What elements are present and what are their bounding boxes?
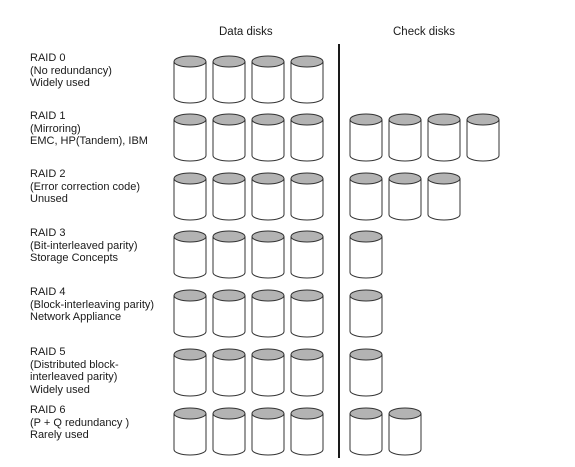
data-disk-icon [212,230,246,279]
data-disk-icon [212,289,246,338]
data-disk-icon [173,348,207,397]
data-disk-icon [173,289,207,338]
raid-label-line: (Mirroring) [30,122,81,135]
raid-label-line: RAID 6 [30,404,66,416]
raid-label-4: RAID 4(Block-interleaving parity)Network… [30,286,154,324]
data-disk-icon [212,172,246,221]
check-disk-icon [349,348,383,397]
data-disk-icon [251,113,285,162]
data-disk-icon [251,230,285,279]
raid-label-line: RAID 2 [30,168,66,180]
data-disk-icon [290,172,324,221]
data-disk-icon [212,348,246,397]
raid-label-line: RAID 0 [30,52,66,64]
check-disk-icon [349,407,383,456]
check-disk-icon [388,113,422,162]
raid-label-line: RAID 5 [30,346,66,358]
check-disk-icon [349,172,383,221]
raid-label-line: Storage Concepts [30,252,119,264]
data-disk-icon [173,172,207,221]
raid-label-line: Network Appliance [30,311,122,323]
raid-label-line: Rarely used [30,429,89,441]
data-disk-icon [212,55,246,104]
raid-label-line: interleaved parity) [30,371,118,383]
raid-label-line: Widely used [30,77,90,89]
raid-label-6: RAID 6(P + Q redundancy )Rarely used [30,404,129,442]
raid-label-2: RAID 2(Error correction code)Unused [30,168,140,206]
data-disk-icon [173,55,207,104]
check-disks-header: Check disks [393,26,455,38]
data-disk-icon [251,172,285,221]
check-disk-icon [466,113,500,162]
data-disk-icon [251,289,285,338]
data-disk-icon [173,407,207,456]
raid-label-5: RAID 5(Distributed block-interleaved par… [30,346,119,396]
raid-label-line: RAID 4 [30,286,66,298]
data-disk-icon [290,230,324,279]
data-disk-icon [251,55,285,104]
check-disk-icon [427,113,461,162]
check-disk-icon [388,172,422,221]
raid-label-line: (No redundancy) [30,64,112,77]
data-disk-icon [212,407,246,456]
data-disks-header: Data disks [219,26,273,38]
raid-label-line: Unused [30,193,68,205]
data-disk-icon [212,113,246,162]
raid-label-line: (Bit-interleaved parity) [30,239,138,252]
raid-label-line: (Error correction code) [30,180,141,193]
column-divider [338,44,340,458]
data-disk-icon [290,407,324,456]
raid-label-line: (Block-interleaving parity) [30,298,155,311]
raid-label-0: RAID 0(No redundancy)Widely used [30,52,112,90]
raid-label-line: (Distributed block- [30,358,119,371]
check-disk-icon [388,407,422,456]
data-disk-icon [173,113,207,162]
check-disk-icon [427,172,461,221]
raid-label-line: RAID 1 [30,110,66,122]
data-disk-icon [290,289,324,338]
raid-label-1: RAID 1(Mirroring)EMC, HP(Tandem), IBM [30,110,148,148]
data-disk-icon [290,55,324,104]
check-disk-icon [349,230,383,279]
raid-label-line: EMC, HP(Tandem), IBM [30,135,148,147]
raid-label-line: RAID 3 [30,227,66,239]
data-disk-icon [173,230,207,279]
raid-label-line: Widely used [30,383,90,396]
check-disk-icon [349,289,383,338]
data-disk-icon [290,113,324,162]
raid-label-line: (P + Q redundancy ) [30,416,130,429]
check-disk-icon [349,113,383,162]
raid-label-3: RAID 3(Bit-interleaved parity)Storage Co… [30,227,138,265]
data-disk-icon [251,407,285,456]
data-disk-icon [251,348,285,397]
data-disk-icon [290,348,324,397]
